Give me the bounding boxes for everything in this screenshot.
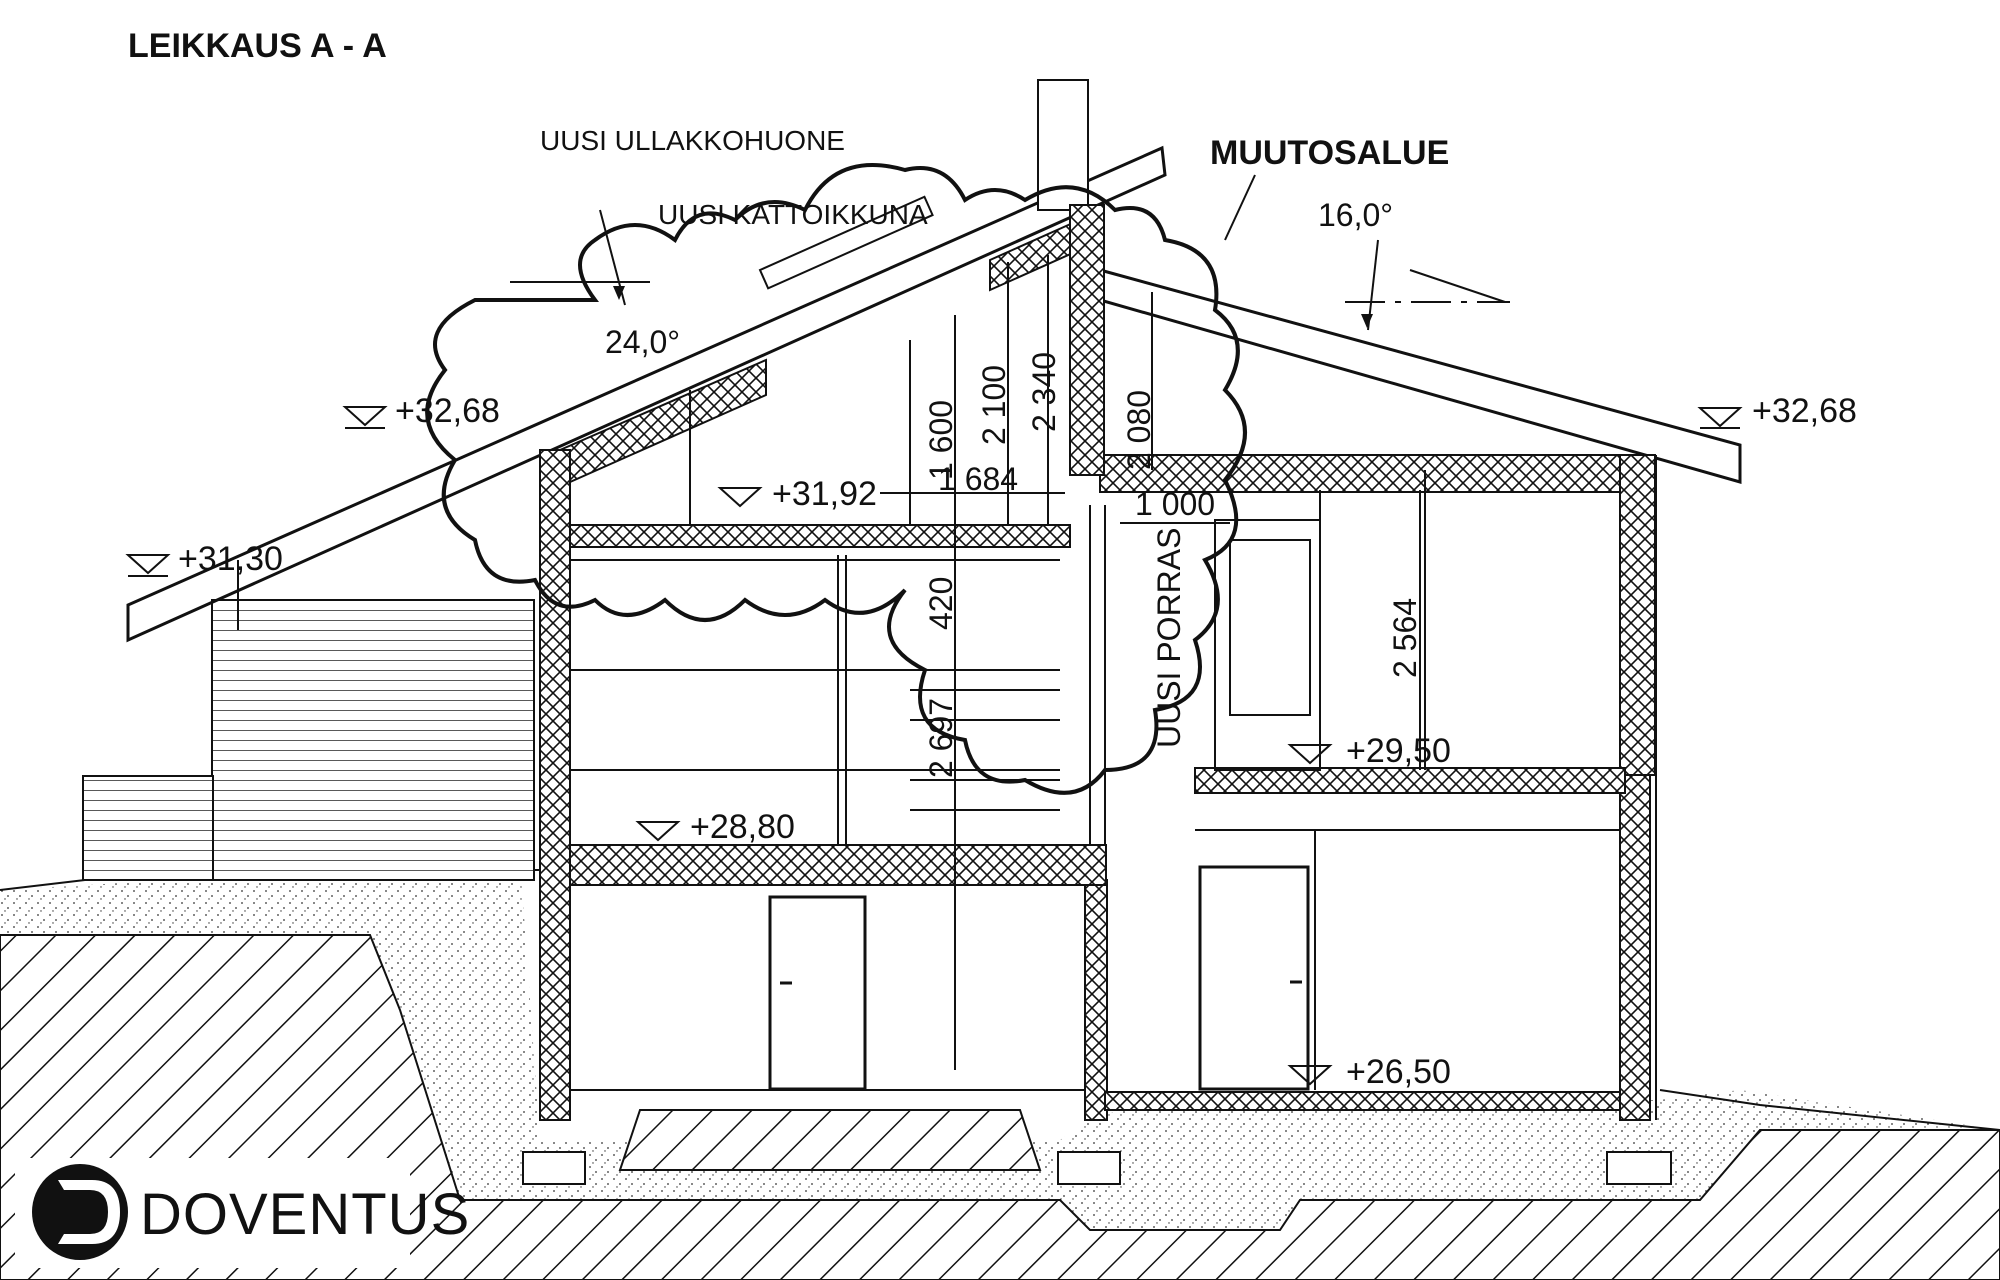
attic-room-label: UUSI ULLAKKOHUONE — [540, 125, 845, 156]
angle-right: 16,0° — [1318, 197, 1393, 233]
dim-1600: 1 600 — [923, 400, 959, 480]
change-area-label: MUUTOSALUE — [1210, 134, 1449, 172]
dim-2080: 2 080 — [1121, 390, 1157, 470]
doors — [768, 865, 1310, 1091]
change-area-leader — [1224, 174, 1256, 241]
left-annex — [82, 560, 535, 881]
walls — [539, 204, 1657, 1121]
revision-cloud — [425, 163, 1247, 795]
doventus-logo: DOVENTUS — [15, 1158, 470, 1268]
footings — [522, 1151, 1672, 1185]
angle-left: 24,0° — [605, 324, 680, 360]
level-lower-right: +26,50 — [1346, 1053, 1451, 1091]
dim-2564: 2 564 — [1387, 598, 1423, 678]
dim-420: 420 — [923, 577, 959, 630]
dim-2697: 2 697 — [923, 698, 959, 778]
dim-2340: 2 340 — [1026, 352, 1062, 432]
level-right-ridge: +32,68 — [1752, 392, 1857, 430]
level-left-eave: +31,30 — [178, 540, 283, 578]
door-right — [1198, 865, 1310, 1091]
level-left-ridge: +32,68 — [395, 392, 500, 430]
new-stair-label: UUSI PORRAS — [1151, 528, 1187, 748]
drawing-title: LEIKKAUS A - A — [128, 27, 387, 65]
slabs — [569, 524, 1626, 1111]
dim-2100: 2 100 — [976, 365, 1012, 445]
level-symbols — [125, 406, 1743, 1086]
bedrock-center — [618, 1109, 1042, 1171]
door-left — [768, 895, 867, 1091]
roof-window — [758, 195, 934, 290]
level-mid-right: +29,50 — [1346, 732, 1451, 770]
level-main-left: +28,80 — [690, 808, 795, 846]
level-upper-floor: +31,92 — [772, 475, 877, 513]
logo-text: DOVENTUS — [140, 1182, 470, 1247]
angle-left-marker — [510, 209, 650, 306]
dim-1000: 1 000 — [1135, 486, 1215, 522]
roof-window-label: UUSI KATTOIKKUNA — [658, 199, 928, 230]
angle-right-marker — [1345, 239, 1510, 331]
dimension-lines — [880, 255, 1426, 1070]
interior — [689, 340, 1421, 1090]
dim-1684: 1 684 — [938, 461, 1018, 497]
left-roof — [126, 145, 1167, 643]
